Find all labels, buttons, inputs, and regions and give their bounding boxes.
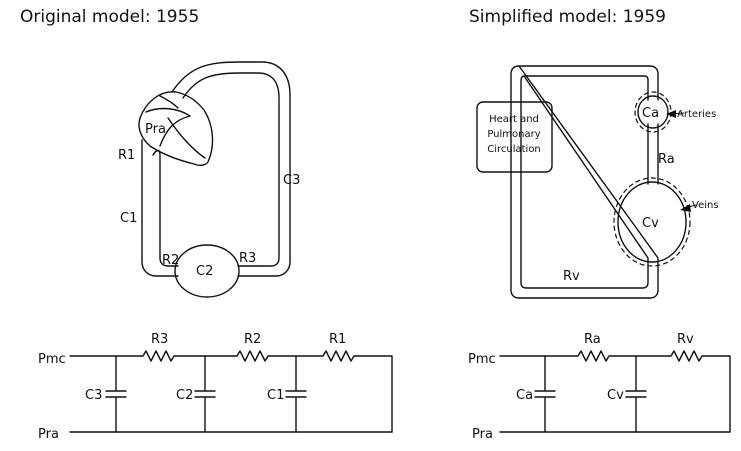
circuit-label-ca: Ca (516, 388, 533, 403)
heart-pulmonary-box (476, 101, 553, 173)
label-ca: Ca (642, 106, 659, 121)
loop-inner (520, 75, 649, 289)
label-cv: Cv (642, 216, 659, 231)
label-ra: Ra (658, 152, 675, 167)
circuit-label-pra-right: Pra (472, 427, 493, 442)
capacitor-c2 (194, 355, 216, 433)
circuit-label-pmc-right: Pmc (468, 352, 496, 367)
label-c2: C2 (196, 264, 213, 279)
label-r3: R3 (239, 251, 256, 266)
original-model-diagram: Pra R1 C1 R2 C2 R3 C3 (118, 61, 300, 298)
left-title: Original model: 1955 (20, 7, 199, 27)
heart-septum (145, 107, 206, 159)
capacitor-c1 (285, 355, 307, 433)
capacitor-ca (534, 355, 556, 433)
vein-vessel-outer (141, 139, 179, 277)
heart-label-line1: Heart and (489, 114, 539, 125)
circuit-label-cv: Cv (607, 388, 624, 403)
label-r1: R1 (118, 148, 135, 163)
vein-vessel-inner (152, 149, 179, 267)
label-c1: C1 (120, 211, 137, 226)
heart-label-line3: Circulation (487, 144, 541, 155)
circuit-label-c2: C2 (176, 388, 193, 403)
c2-compartment (174, 244, 240, 298)
top-wire (69, 350, 393, 433)
circuit-label-c1: C1 (267, 388, 284, 403)
heart-top-line (159, 95, 179, 109)
circuit-label-r3: R3 (151, 332, 168, 347)
arteries-arrowhead (666, 110, 676, 118)
circuit-label-pra: Pra (38, 427, 59, 442)
circuit-label-ra: Ra (584, 332, 601, 347)
circuit-label-r2: R2 (244, 332, 261, 347)
capacitor-c3 (105, 355, 127, 433)
cv-compartment-dashed (613, 177, 691, 267)
circuit-label-rv: Rv (677, 332, 694, 347)
right-title: Simplified model: 1959 (469, 7, 666, 27)
original-model-circuit: Pmc Pra R3 R2 R1 C3 C2 C1 (38, 332, 393, 442)
veins-arrowhead (680, 204, 691, 212)
top-wire-right (499, 350, 731, 433)
artery-vessel-inner (182, 72, 280, 267)
simplified-model-circuit: Pmc Pra Ra Rv Ca Cv (468, 332, 731, 442)
circuit-label-pmc: Pmc (38, 352, 66, 367)
artery-vessel-outer (171, 61, 291, 277)
loop-outer (510, 65, 659, 299)
label-veins: Veins (692, 200, 719, 211)
label-arteries: Arteries (677, 109, 716, 120)
label-pra: Pra (145, 122, 166, 137)
circuit-label-r1: R1 (329, 332, 346, 347)
cv-compartment (617, 181, 687, 263)
circuit-label-c3: C3 (85, 388, 102, 403)
simplified-model-diagram: Heart and Pulmonary Circulation Ca Arter… (476, 65, 719, 299)
ca-compartment (637, 95, 669, 129)
label-r2: R2 (162, 253, 179, 268)
heart-shape (138, 91, 214, 167)
capacitor-cv (625, 355, 647, 433)
label-c3: C3 (283, 173, 300, 188)
heart-label-line2: Pulmonary (487, 129, 540, 140)
label-rv: Rv (563, 269, 580, 284)
